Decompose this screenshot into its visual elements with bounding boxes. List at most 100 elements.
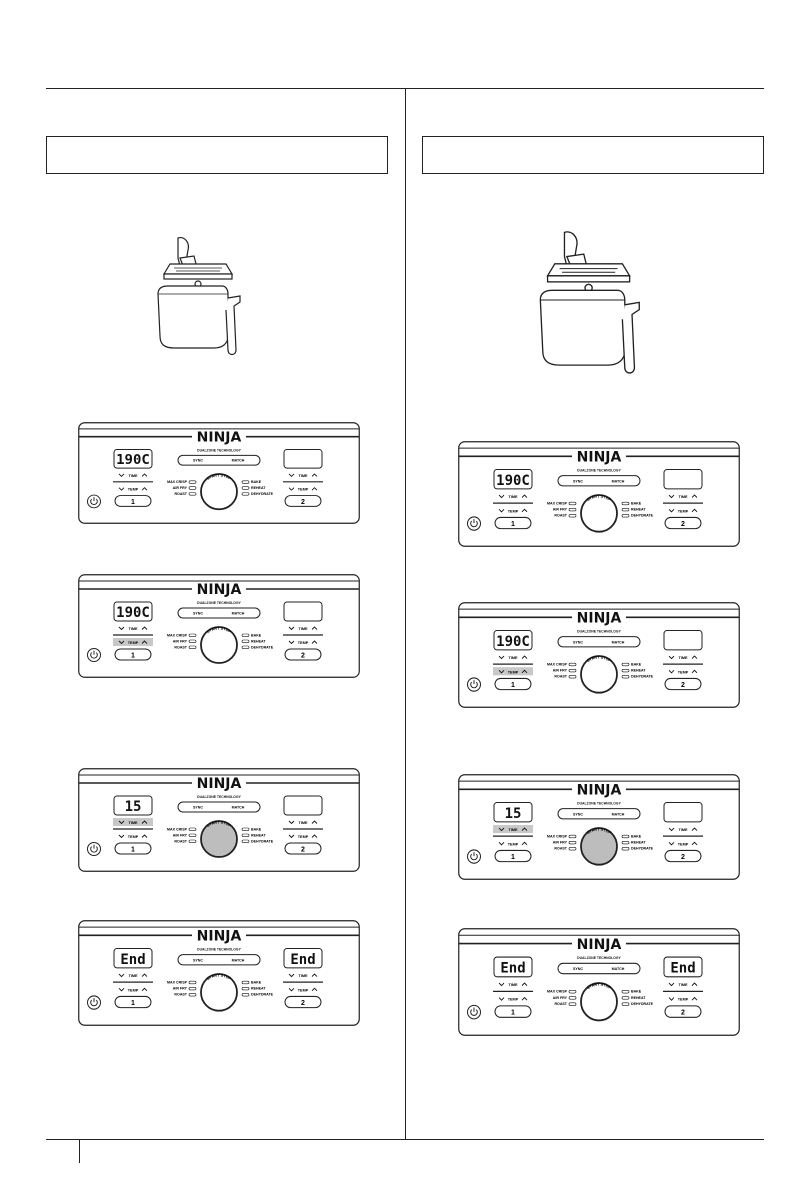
start-stop-dial[interactable]: [200, 626, 238, 664]
zone-2-button[interactable]: 2: [664, 516, 702, 530]
zone-2-button[interactable]: 2: [664, 1005, 702, 1018]
chevron-down-icon[interactable]: [288, 820, 295, 825]
chevron-up-icon[interactable]: [141, 487, 148, 491]
chevron-down-icon[interactable]: [118, 973, 125, 978]
zone-1-button[interactable]: 1: [114, 648, 152, 661]
start-stop-dial[interactable]: [200, 973, 238, 1012]
start-stop-dial[interactable]: [580, 655, 618, 694]
match-button[interactable]: MATCH: [612, 812, 625, 816]
power-button[interactable]: [87, 842, 101, 856]
power-button[interactable]: [467, 849, 481, 864]
chevron-up-icon[interactable]: [311, 987, 318, 992]
chevron-down-icon[interactable]: [668, 508, 675, 513]
chevron-down-icon[interactable]: [288, 987, 295, 992]
chevron-down-icon[interactable]: [668, 655, 675, 660]
chevron-down-icon[interactable]: [498, 669, 505, 674]
chevron-down-icon[interactable]: [498, 508, 505, 513]
sync-match-bar[interactable]: SYNC MATCH: [177, 607, 261, 619]
chevron-down-icon[interactable]: [118, 987, 125, 992]
chevron-up-icon[interactable]: [521, 669, 528, 674]
chevron-down-icon[interactable]: [288, 834, 295, 839]
start-stop-dial[interactable]: [200, 820, 238, 858]
sync-button[interactable]: SYNC: [193, 806, 203, 810]
sync-button[interactable]: SYNC: [193, 612, 203, 616]
match-button[interactable]: MATCH: [232, 958, 245, 962]
zone-2-button[interactable]: 2: [284, 648, 322, 661]
chevron-down-icon[interactable]: [118, 473, 125, 478]
chevron-up-icon[interactable]: [311, 626, 318, 630]
chevron-up-icon[interactable]: [141, 834, 148, 838]
power-button[interactable]: [467, 1004, 481, 1020]
chevron-up-icon[interactable]: [141, 473, 148, 477]
chevron-down-icon[interactable]: [288, 640, 295, 645]
chevron-up-icon[interactable]: [521, 655, 528, 659]
chevron-down-icon[interactable]: [668, 997, 675, 1001]
chevron-up-icon[interactable]: [691, 508, 698, 513]
chevron-down-icon[interactable]: [288, 487, 295, 491]
chevron-down-icon[interactable]: [118, 834, 125, 839]
chevron-up-icon[interactable]: [521, 494, 528, 498]
zone-1-button[interactable]: 1: [114, 495, 152, 507]
chevron-down-icon[interactable]: [668, 841, 675, 846]
match-button[interactable]: MATCH: [232, 459, 245, 463]
zone-1-button[interactable]: 1: [494, 516, 532, 530]
chevron-down-icon[interactable]: [668, 494, 675, 499]
zone-1-button[interactable]: 1: [114, 842, 152, 855]
power-button[interactable]: [467, 516, 481, 531]
chevron-up-icon[interactable]: [521, 982, 528, 986]
start-stop-dial[interactable]: [580, 494, 618, 533]
chevron-down-icon[interactable]: [668, 827, 675, 832]
power-button[interactable]: [87, 494, 101, 509]
chevron-up-icon[interactable]: [691, 827, 698, 831]
chevron-down-icon[interactable]: [498, 655, 505, 660]
chevron-up-icon[interactable]: [141, 820, 148, 824]
match-button[interactable]: MATCH: [232, 806, 245, 810]
power-button[interactable]: [467, 677, 481, 692]
sync-button[interactable]: SYNC: [573, 967, 583, 971]
zone-2-button[interactable]: 2: [664, 849, 702, 863]
zone-2-button[interactable]: 2: [664, 677, 702, 691]
chevron-down-icon[interactable]: [498, 982, 505, 987]
chevron-up-icon[interactable]: [311, 473, 318, 477]
start-stop-dial[interactable]: [580, 827, 618, 866]
sync-button[interactable]: SYNC: [193, 459, 203, 463]
start-stop-dial[interactable]: [200, 473, 238, 511]
chevron-up-icon[interactable]: [521, 841, 528, 846]
chevron-up-icon[interactable]: [141, 640, 148, 644]
match-button[interactable]: MATCH: [232, 612, 245, 616]
zone-2-button[interactable]: 2: [284, 495, 322, 507]
power-button[interactable]: [87, 648, 101, 662]
zone-2-button[interactable]: 2: [284, 842, 322, 855]
chevron-up-icon[interactable]: [311, 834, 318, 838]
zone-1-button[interactable]: 1: [494, 677, 532, 691]
chevron-up-icon[interactable]: [311, 640, 318, 644]
power-button[interactable]: [87, 995, 101, 1010]
chevron-down-icon[interactable]: [118, 487, 125, 491]
chevron-up-icon[interactable]: [311, 487, 318, 491]
chevron-up-icon[interactable]: [691, 996, 698, 1001]
start-stop-dial[interactable]: [580, 982, 618, 1022]
zone-1-button[interactable]: 1: [494, 1005, 532, 1018]
chevron-up-icon[interactable]: [141, 987, 148, 992]
chevron-down-icon[interactable]: [498, 827, 505, 832]
sync-button[interactable]: SYNC: [573, 812, 583, 816]
chevron-up-icon[interactable]: [691, 669, 698, 674]
chevron-up-icon[interactable]: [311, 973, 318, 977]
chevron-up-icon[interactable]: [691, 655, 698, 659]
chevron-up-icon[interactable]: [691, 982, 698, 986]
chevron-up-icon[interactable]: [141, 973, 148, 977]
chevron-down-icon[interactable]: [668, 669, 675, 674]
chevron-up-icon[interactable]: [691, 494, 698, 498]
chevron-down-icon[interactable]: [498, 997, 505, 1001]
sync-match-bar[interactable]: SYNC MATCH: [557, 808, 641, 820]
sync-match-bar[interactable]: SYNC MATCH: [177, 954, 261, 966]
chevron-up-icon[interactable]: [521, 827, 528, 831]
sync-button[interactable]: SYNC: [193, 958, 203, 962]
chevron-up-icon[interactable]: [311, 820, 318, 824]
match-button[interactable]: MATCH: [612, 640, 625, 644]
zone-2-button[interactable]: 2: [284, 995, 322, 1009]
chevron-down-icon[interactable]: [498, 494, 505, 499]
